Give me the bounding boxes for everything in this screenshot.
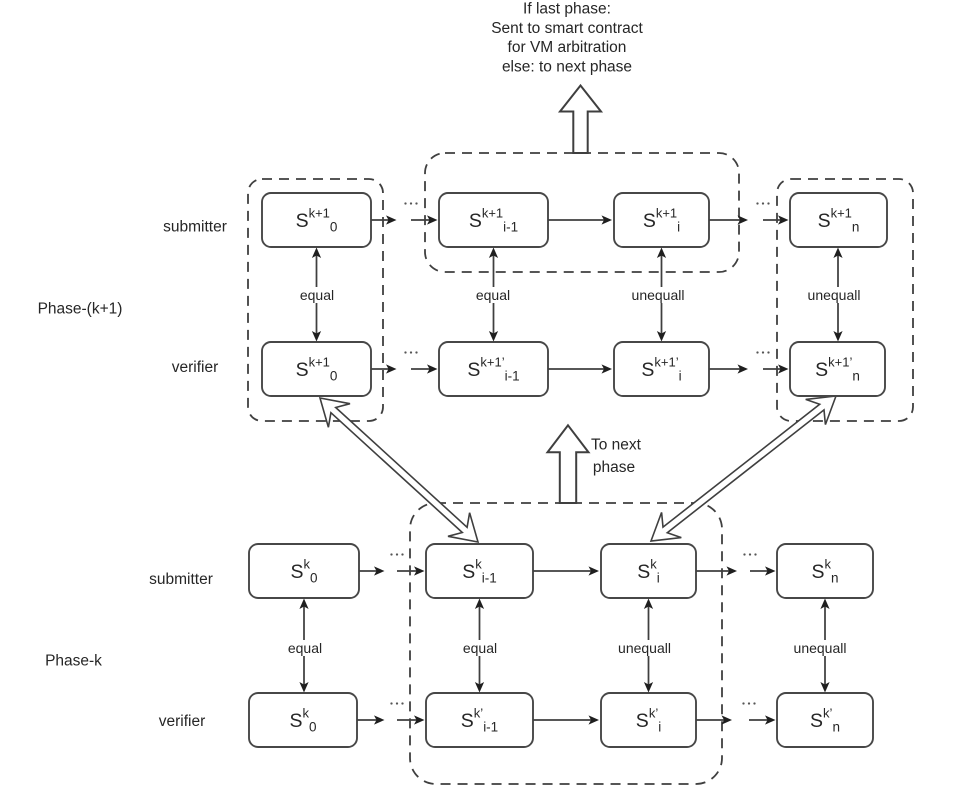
svg-text:Phase-(k+1): Phase-(k+1): [38, 301, 123, 318]
svg-text:submitter: submitter: [163, 219, 227, 236]
svg-text:To next: To next: [591, 437, 642, 454]
svg-text:If last phase:: If last phase:: [523, 1, 611, 18]
svg-text:verifier: verifier: [159, 713, 206, 730]
svg-text:unequall: unequall: [794, 640, 847, 656]
svg-text:for VM arbitration: for VM arbitration: [508, 39, 627, 56]
svg-text:else: to next phase: else: to next phase: [502, 58, 632, 75]
svg-text:equal: equal: [463, 640, 497, 656]
svg-text:verifier: verifier: [172, 359, 219, 376]
svg-text:unequall: unequall: [618, 640, 671, 656]
svg-text:Phase-k: Phase-k: [45, 653, 102, 670]
svg-text:submitter: submitter: [149, 571, 213, 588]
svg-text:Sent to smart contract: Sent to smart contract: [491, 20, 643, 37]
svg-text:equal: equal: [288, 640, 322, 656]
svg-text:Sk+1’i: Sk+1’i: [641, 355, 681, 384]
svg-text:unequall: unequall: [632, 287, 685, 303]
svg-text:equal: equal: [476, 287, 510, 303]
svg-text:unequall: unequall: [808, 287, 861, 303]
svg-text:equal: equal: [300, 287, 334, 303]
svg-text:phase: phase: [593, 459, 635, 476]
svg-text:Sk’i: Sk’i: [636, 706, 661, 735]
svg-text:Ski: Ski: [637, 557, 660, 586]
